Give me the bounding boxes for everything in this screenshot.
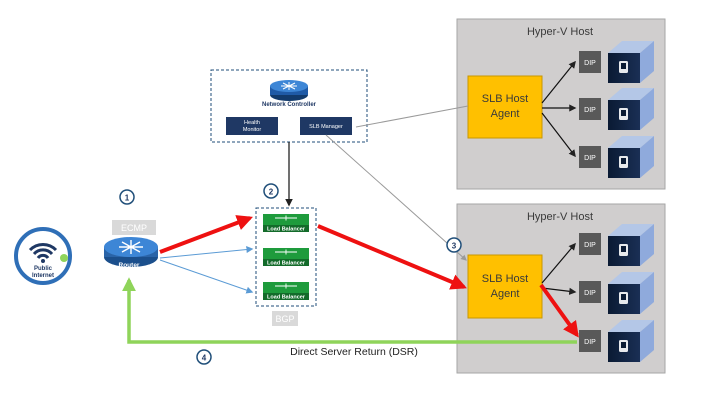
status-dot (60, 254, 68, 262)
dip-box: DIP (579, 233, 601, 255)
agent-label-line1: SLB Host (482, 93, 528, 105)
ecmp-tag (112, 220, 156, 235)
router: ECMP Router (104, 220, 158, 269)
wifi-icon (28, 243, 58, 263)
slb-manager-box: SLB Manager (300, 117, 352, 135)
traffic-to-dip-arrow (539, 283, 579, 338)
load-balancer-label: Load Balancer (267, 261, 306, 267)
vm-server-icon (608, 320, 654, 362)
internet-label-line2: Internet (32, 273, 54, 279)
svg-text:DIP: DIP (584, 290, 596, 297)
traffic-to-lb-arrow (159, 215, 253, 254)
agent-to-dip-arrow (541, 287, 577, 295)
router-icon (104, 237, 158, 267)
agent-to-dip-arrow (541, 112, 576, 158)
dip-box: DIP (579, 330, 601, 352)
hyper-v-host-2: Hyper-V Host SLB Host Agent DIP DIP DIP (456, 203, 666, 374)
step-badge: 3 (446, 237, 462, 253)
load-balancer: Load Balancer (263, 214, 309, 233)
router-to-lb-arrow (159, 246, 254, 259)
nc-to-host1-line (355, 105, 469, 128)
svg-text:Monitor: Monitor (243, 127, 262, 133)
ecmp-tag-label: ECMP (121, 223, 147, 233)
host-title: Hyper-V Host (527, 211, 593, 223)
vm-server-icon (608, 224, 654, 266)
network-controller-label: Network Controller (262, 102, 317, 108)
agent-to-dip-arrow (541, 60, 576, 104)
load-balancer-label: Load Balancer (267, 295, 306, 301)
agent-label-line2: Agent (491, 288, 520, 300)
vm-server-icon (608, 272, 654, 314)
svg-text:SLB Manager: SLB Manager (309, 124, 343, 130)
agent-label-line2: Agent (491, 108, 520, 120)
step-badge: 2 (263, 183, 279, 199)
svg-text:DIP: DIP (584, 107, 596, 114)
svg-text:3: 3 (452, 242, 457, 251)
dip-box: DIP (579, 146, 601, 168)
public-internet: Public Internet (14, 227, 72, 285)
svg-text:DIP: DIP (584, 242, 596, 249)
internet-label-line1: Public (34, 266, 53, 272)
svg-text:2: 2 (269, 188, 274, 197)
hyper-v-host-1: Hyper-V Host SLB Host Agent DIP DIP DIP (456, 18, 666, 190)
agent-to-dip-arrow (541, 242, 576, 284)
step-badge: 4 (196, 349, 212, 365)
svg-text:DIP: DIP (584, 155, 596, 162)
bgp-tag (272, 311, 298, 326)
traffic-to-host-arrow (317, 224, 467, 290)
host-title: Hyper-V Host (527, 26, 593, 38)
dip-box: DIP (579, 281, 601, 303)
router-to-lb-arrow (159, 259, 254, 294)
load-balancer-label: Load Balancer (267, 227, 306, 233)
svg-text:1: 1 (125, 194, 130, 203)
svg-text:DIP: DIP (584, 60, 596, 67)
bgp-tag-label: BGP (275, 314, 294, 324)
vm-server-icon (608, 41, 654, 83)
dsr-label: Direct Server Return (DSR) (290, 346, 418, 358)
health-monitor-box: Health Monitor (226, 117, 278, 135)
vm-server-icon (608, 136, 654, 178)
svg-text:4: 4 (202, 354, 207, 363)
nc-to-host2-line (325, 134, 467, 261)
dip-box: DIP (579, 51, 601, 73)
dip-box: DIP (579, 98, 601, 120)
step-badge: 1 (119, 189, 135, 205)
vm-server-icon (608, 88, 654, 130)
slb-host-agent: SLB Host Agent (467, 75, 543, 139)
network-controller-icon (270, 80, 308, 101)
svg-text:Health: Health (244, 120, 260, 126)
load-balancer: Load Balancer (263, 248, 309, 267)
svg-text:DIP: DIP (584, 339, 596, 346)
load-balancer: Load Balancer (263, 282, 309, 301)
network-controller-group: Network Controller Health Monitor SLB Ma… (210, 69, 368, 143)
router-label: Router (119, 262, 140, 269)
dsr-return-arrow (122, 277, 577, 344)
slb-host-agent: SLB Host Agent (467, 254, 543, 319)
agent-label-line1: SLB Host (482, 273, 528, 285)
